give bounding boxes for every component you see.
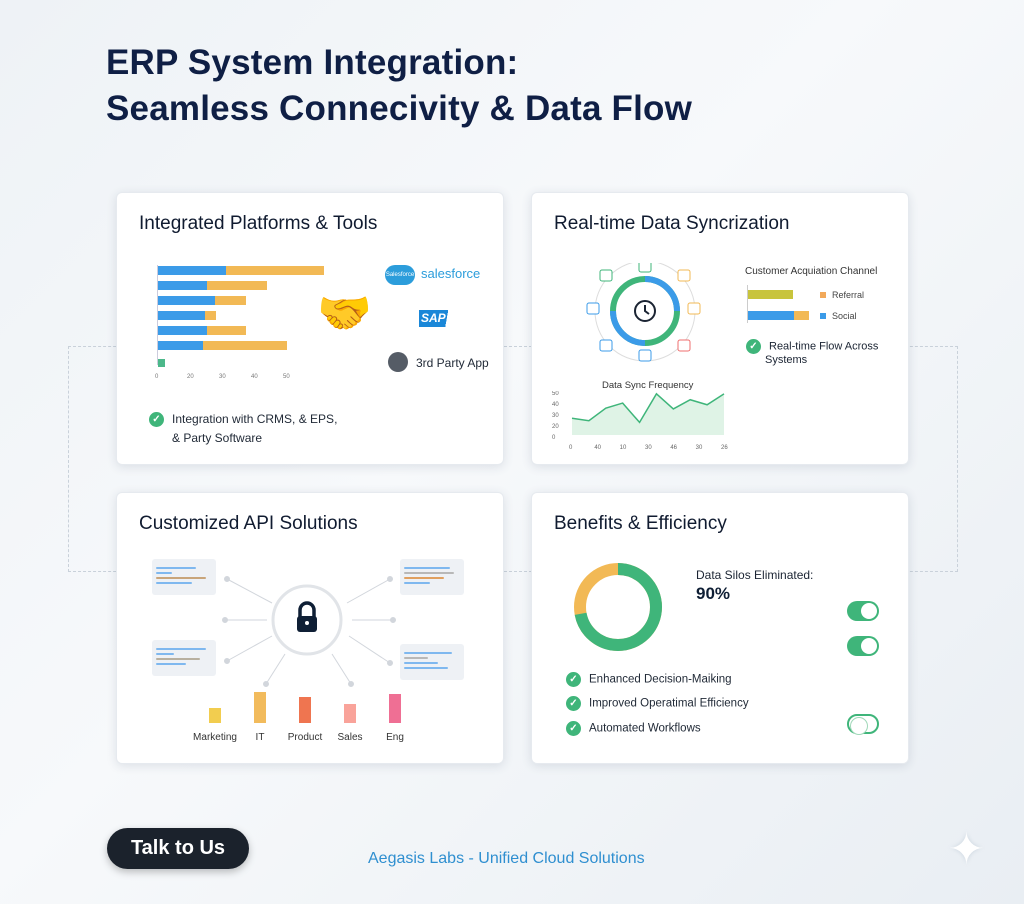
toggle-3[interactable]: [847, 714, 879, 735]
line-series: [571, 392, 725, 424]
tick-label: 50: [283, 374, 290, 380]
footer-text: Aegasis Labs - Unified Cloud Solutions: [368, 850, 645, 867]
check-item-cont: & Party Software: [172, 431, 263, 445]
check-item: ✓Real-time Flow Across: [746, 339, 878, 354]
bar-orange: [206, 326, 246, 335]
line-chart-title: Data Sync Frequency: [602, 380, 694, 391]
card-benefits: Benefits & Efficiency Data Silos Elimina…: [531, 492, 909, 764]
benefit-item: ✓Automated Workflows: [566, 721, 701, 736]
data-sync-line-chart: 50 40 30 20 0 0 40 10 30 46 30 265: [552, 391, 728, 451]
bar-blue: [158, 266, 227, 275]
check-icon: ✓: [566, 672, 581, 687]
code-snippet: [152, 559, 216, 595]
card-integrated-platforms: Integrated Platforms & Tools 0 20 30 40 50 🤝…: [116, 192, 504, 465]
y-tick: 50: [552, 391, 559, 397]
silos-donut-chart: [574, 563, 662, 651]
x-tick: 265: [721, 445, 728, 451]
handshake-icon: 🤝: [317, 289, 372, 338]
check-icon: ✓: [566, 696, 581, 711]
toggle-2[interactable]: [847, 636, 879, 656]
bar-orange: [206, 281, 268, 290]
chart-axis: [157, 265, 158, 365]
code-snippet: [400, 644, 464, 680]
x-tick: 40: [594, 445, 601, 451]
bar-sales: [344, 704, 356, 723]
x-tick: 30: [645, 445, 652, 451]
x-tick: 10: [620, 445, 627, 451]
toggle-1[interactable]: [847, 601, 879, 621]
y-tick: 20: [552, 424, 559, 430]
donut-green: [574, 563, 662, 651]
channel-axis: [747, 285, 748, 323]
salesforce-label: salesforce: [421, 266, 481, 281]
bar-label: Eng: [386, 732, 404, 743]
api-connector-diagram: [222, 576, 396, 687]
bar-label: IT: [255, 732, 265, 743]
bar-label: Product: [287, 732, 323, 743]
bar-orange: [202, 341, 287, 350]
bar-label: Sales: [337, 732, 363, 743]
bar-blue: [158, 296, 215, 305]
card-realtime-sync: Real-time Data Syncrization Customer Acq…: [531, 192, 909, 465]
line-area: [572, 393, 724, 435]
bar-blue: [158, 281, 207, 290]
card-title: Integrated Platforms & Tools: [139, 213, 378, 234]
bar-blue: [158, 341, 203, 350]
x-tick: 30: [696, 445, 703, 451]
tick-label: 30: [219, 374, 226, 380]
channel-bar-referral: [748, 290, 793, 299]
third-party-label: 3rd Party App: [416, 356, 489, 370]
benefit-item: ✓Improved Operatimal Efficiency: [566, 696, 749, 711]
lock-icon: [297, 601, 317, 632]
card-title: Customized API Solutions: [139, 513, 358, 534]
channel-chart-title: Customer Acquiation Channel: [745, 266, 878, 277]
channel-bar-social-referral: [794, 311, 809, 320]
benefit-item: ✓Enhanced Decision-Maiking: [566, 672, 732, 687]
y-tick: 30: [552, 413, 559, 419]
bar-marketing: [209, 708, 221, 723]
check-item: ✓Integration with CRMS, & EPS,: [149, 412, 337, 428]
x-tick: 0: [569, 445, 573, 451]
tick-label: 20: [187, 374, 194, 380]
bar-eng: [389, 694, 401, 723]
green-bar: [158, 359, 165, 367]
code-snippet: [400, 559, 464, 595]
salesforce-logo-icon: Salesforce: [385, 265, 415, 285]
check-icon: ✓: [149, 412, 164, 428]
bar-blue: [158, 311, 205, 320]
code-snippet: [152, 640, 216, 676]
tick-label: 40: [251, 374, 258, 380]
tick-label: 0: [155, 374, 159, 380]
y-tick: 0: [552, 435, 556, 441]
channel-bar-social: [748, 311, 794, 320]
sap-logo: SAP: [419, 310, 455, 327]
bar-orange: [214, 296, 246, 305]
card-api-solutions: Customized API Solutions Marketing IT Prod…: [116, 492, 504, 764]
card-title: Real-time Data Syncrization: [554, 213, 790, 234]
card-title: Benefits & Efficiency: [554, 513, 727, 534]
bar-blue: [158, 326, 207, 335]
bar-product: [299, 697, 311, 723]
talk-to-us-button[interactable]: Talk to Us: [107, 828, 249, 869]
legend-referral: Referral: [820, 290, 864, 300]
stat-label: Data Silos Eliminated:: [696, 568, 814, 582]
sync-ring-diagram: [586, 263, 701, 362]
legend-social: Social: [820, 311, 857, 321]
sparkle-icon: ✦: [948, 825, 985, 874]
bar-orange: [204, 311, 217, 320]
bar-orange: [226, 266, 324, 275]
check-item-cont: Systems: [765, 354, 808, 366]
check-icon: ✓: [566, 721, 581, 736]
x-tick: 46: [670, 445, 677, 451]
clock-icon: [634, 300, 656, 322]
page-title: ERP System Integration:Seamless Conneciv…: [106, 43, 693, 128]
y-tick: 40: [552, 402, 559, 408]
third-party-app-icon: [388, 352, 408, 372]
connector-lines: [68, 346, 958, 572]
check-icon: ✓: [746, 339, 761, 354]
stat-value: 90%: [696, 584, 731, 603]
bar-it: [254, 692, 266, 723]
bar-label: Marketing: [193, 732, 237, 743]
